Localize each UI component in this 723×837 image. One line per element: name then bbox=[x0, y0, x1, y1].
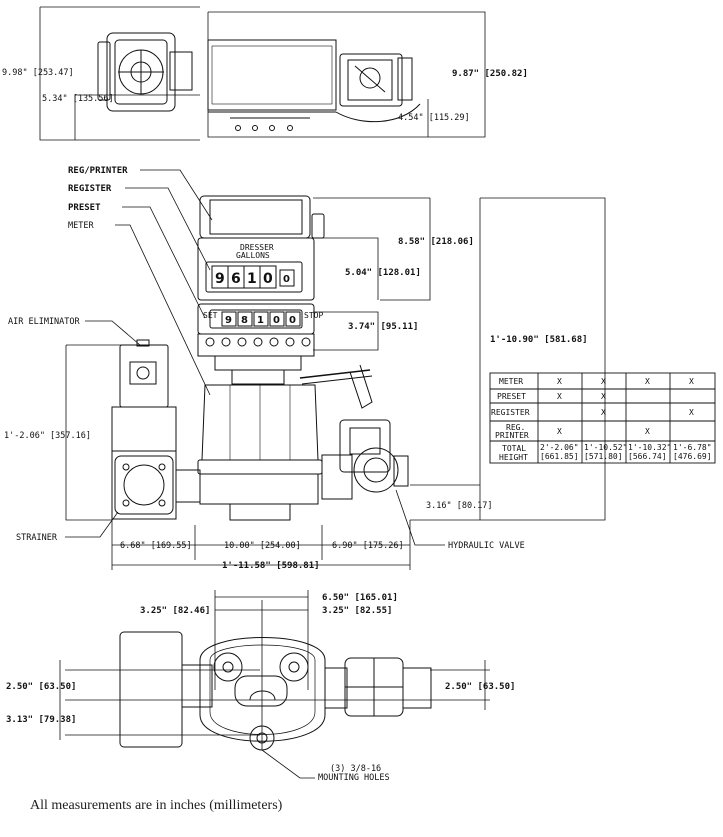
dim-reg-height: 8.58" [218.06] bbox=[398, 237, 474, 247]
callout-strainer: STRAINER bbox=[16, 533, 58, 543]
dim-left-port: 2.50" [63.50] bbox=[6, 682, 76, 692]
table-label-total: TOTAL bbox=[502, 444, 526, 453]
dim-left-low: 3.13" [79.38] bbox=[6, 715, 76, 725]
register-units: GALLONS bbox=[236, 251, 270, 260]
callout-hydraulic-valve: HYDRAULIC VALVE bbox=[448, 541, 525, 551]
top-view bbox=[39, 6, 486, 141]
register-digit: 0 bbox=[283, 274, 290, 285]
leader-lines bbox=[65, 169, 445, 546]
dim-width-total: 1'-11.58" [598.81] bbox=[222, 561, 320, 571]
preset-digit: 1 bbox=[257, 315, 264, 326]
dim-valve-height: 3.16" [80.17] bbox=[426, 501, 493, 511]
spec-table-text: METER PRESET REGISTER REG. PRINTER TOTAL… bbox=[491, 377, 712, 462]
preset-digit: 8 bbox=[241, 315, 248, 326]
table-cell: X bbox=[689, 408, 694, 417]
table-height-mm: [661.85] bbox=[540, 452, 579, 461]
register-digit: 1 bbox=[247, 271, 257, 287]
bottom-view bbox=[59, 590, 490, 779]
table-cell: X bbox=[689, 377, 694, 386]
table-cell: X bbox=[601, 377, 606, 386]
callout-reg-printer: REG/PRINTER bbox=[68, 166, 128, 176]
preset-digits: 9 8 1 0 0 bbox=[221, 311, 301, 327]
dim-width-center: 10.00" [254.00] bbox=[224, 541, 301, 551]
table-cell: X bbox=[557, 377, 562, 386]
register-digit: 6 bbox=[231, 271, 241, 287]
table-height-ft: 2'-2.06" bbox=[540, 443, 579, 452]
table-cell: X bbox=[601, 392, 606, 401]
dim-right-port: 2.50" [63.50] bbox=[445, 682, 515, 692]
dimension-drawing: 9.98" [253.47] 5.34" [135.56] 9.87" [250… bbox=[2, 6, 716, 783]
dim-width-right: 6.90" [175.26] bbox=[332, 541, 404, 551]
table-label-height: HEIGHT bbox=[499, 453, 528, 462]
dim-right-half: 3.25" [82.55] bbox=[322, 606, 392, 616]
callout-meter: METER bbox=[68, 221, 94, 231]
table-cell: X bbox=[557, 392, 562, 401]
preset-set-label: SET bbox=[203, 311, 218, 320]
table-height-ft: 1'-6.78" bbox=[673, 443, 712, 452]
table-label-preset: PRESET bbox=[497, 392, 526, 401]
dim-span-top: 6.50" [165.01] bbox=[322, 593, 398, 603]
callout-register: REGISTER bbox=[68, 184, 112, 194]
table-height-ft: 1'-10.52" bbox=[584, 443, 627, 452]
callout-mounting-holes-1: (3) 3/8-16 bbox=[330, 764, 381, 774]
table-height-mm: [476.69] bbox=[673, 452, 712, 461]
dim-top-offset-left: 5.34" [135.56] bbox=[42, 94, 114, 104]
register-brand: DRESSER bbox=[240, 243, 274, 252]
table-cell: X bbox=[601, 408, 606, 417]
spec-table bbox=[489, 372, 716, 464]
dim-left-half: 3.25" [82.46] bbox=[140, 606, 210, 616]
dim-top-right: 9.87" [250.82] bbox=[452, 69, 528, 79]
dim-total-height: 1'-10.90" [581.68] bbox=[490, 335, 588, 345]
register-digit: 0 bbox=[263, 271, 273, 287]
callout-preset: PRESET bbox=[68, 203, 101, 213]
dim-preset-height: 3.74" [95.11] bbox=[348, 322, 418, 332]
footnote: All measurements are in inches (millimet… bbox=[30, 798, 283, 813]
table-label-meter: METER bbox=[499, 377, 523, 386]
preset-digit: 0 bbox=[273, 315, 280, 326]
dim-width-left: 6.68" [169.55] bbox=[120, 541, 192, 551]
dim-air-elim-height: 1'-2.06" [357.16] bbox=[4, 431, 91, 441]
register-digits: 9 6 1 0 0 bbox=[211, 265, 295, 289]
table-cell: X bbox=[645, 377, 650, 386]
callout-mounting-holes-2: MOUNTING HOLES bbox=[318, 773, 390, 783]
front-view bbox=[65, 195, 606, 570]
table-cell: X bbox=[645, 427, 650, 436]
register-digit: 9 bbox=[215, 271, 225, 287]
preset-digit: 9 bbox=[225, 315, 232, 326]
table-height-mm: [566.74] bbox=[628, 452, 667, 461]
table-height-mm: [571.80] bbox=[584, 452, 623, 461]
table-label-reg: REG. bbox=[506, 423, 525, 432]
preset-stop-label: STOP bbox=[304, 311, 323, 320]
callout-air-eliminator: AIR ELIMINATOR bbox=[8, 317, 81, 327]
table-label-printer: PRINTER bbox=[495, 431, 529, 440]
preset-digit: 0 bbox=[289, 315, 296, 326]
dim-top-width: 9.98" [253.47] bbox=[2, 68, 74, 78]
table-height-ft: 1'-10.32" bbox=[628, 443, 671, 452]
dim-top-offset-right: 4.54" [115.29] bbox=[398, 113, 470, 123]
table-cell: X bbox=[557, 427, 562, 436]
dim-register-height: 5.04" [128.01] bbox=[345, 268, 421, 278]
table-label-register: REGISTER bbox=[491, 408, 530, 417]
